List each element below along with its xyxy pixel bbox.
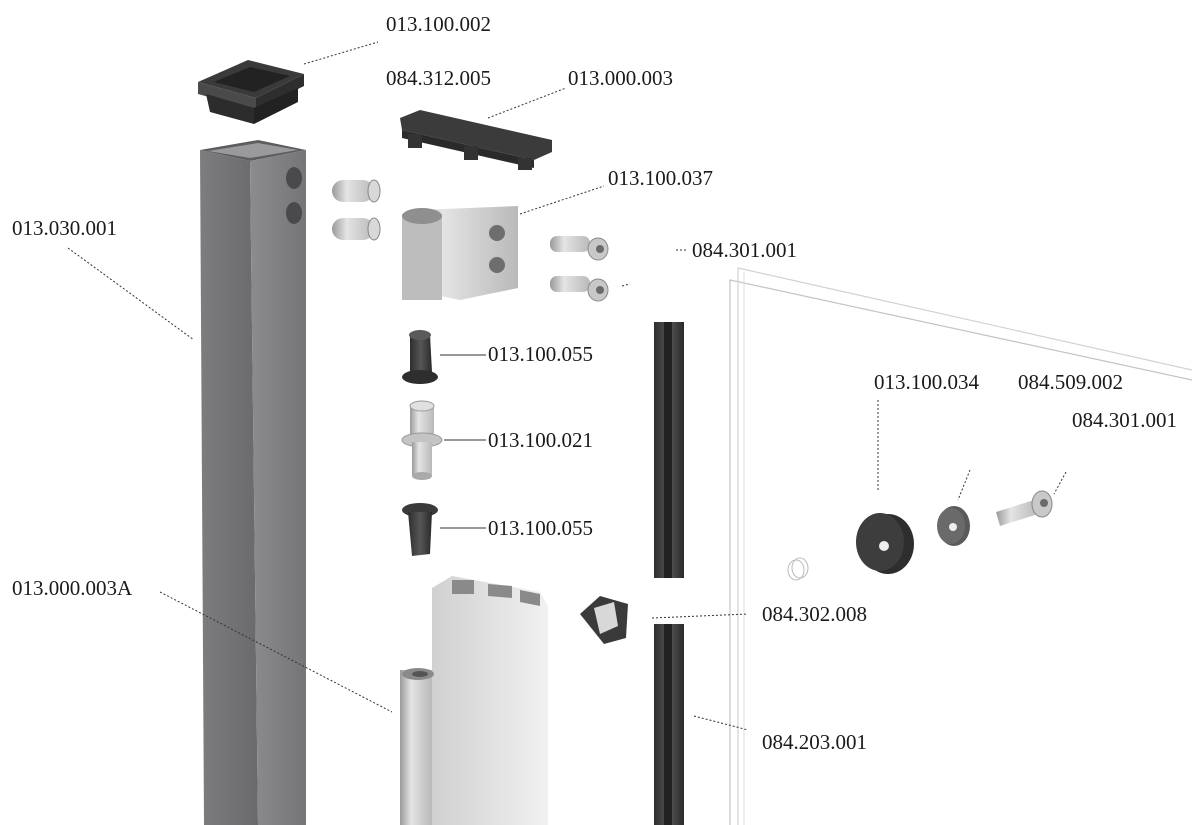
bushing-bottom [402,503,438,556]
leader-lines [67,41,1067,731]
hinge-block [402,206,518,300]
label-bushing-bottom: 013.100.055 [488,516,593,540]
end-cap [198,60,304,124]
hex-socket-screw-right [996,490,1053,526]
spacer-bushings [332,179,381,241]
square-post [200,140,306,825]
seal-strip-upper [654,322,684,578]
label-end-cap: 013.100.002 [386,12,491,36]
glass-panel [729,267,1192,825]
bushing-top [402,330,438,384]
label-washer: 084.509.002 [1018,370,1123,394]
label-seal-strip: 084.203.001 [762,730,867,754]
label-hinge-block: 013.100.037 [608,166,713,190]
spacer-disc [856,513,914,574]
label-top-rail: 013.000.003 [568,66,673,90]
washer [937,506,970,546]
label-post: 013.030.001 [12,216,117,240]
label-screw-b: 084.301.001 [1072,408,1177,432]
glass-clip [580,596,628,644]
label-profile: 013.000.003A [12,576,133,600]
label-screw-a: 084.301.001 [692,238,797,262]
top-rail [400,110,552,170]
aluminium-profile [400,576,548,825]
label-clip: 084.302.008 [762,602,867,626]
label-bushing-top: 013.100.055 [488,342,593,366]
hex-socket-screws [550,236,609,302]
label-pin: 013.100.021 [488,428,593,452]
label-top-screw: 084.312.005 [386,66,491,90]
seal-strip-lower [654,624,684,825]
label-spacer-disc: 013.100.034 [874,370,979,394]
pivot-pin [401,400,443,480]
